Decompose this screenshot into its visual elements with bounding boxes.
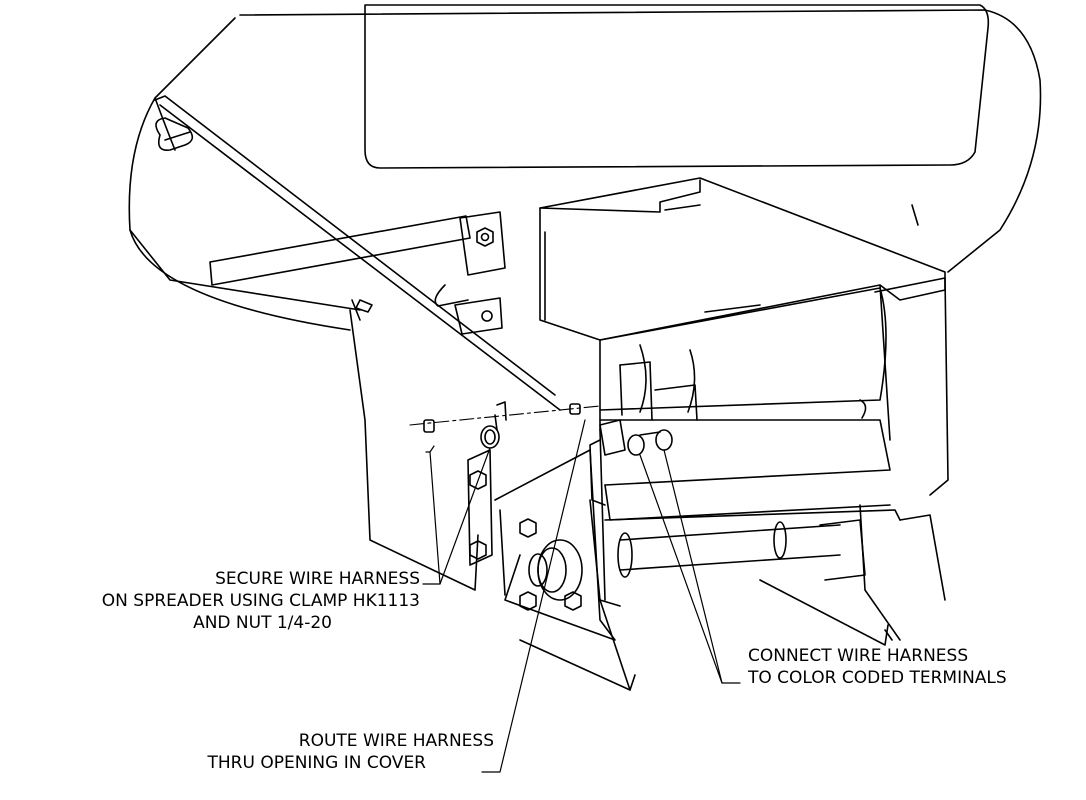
leader-secure-2 — [429, 451, 441, 585]
hopper-body — [128, 4, 1042, 411]
callout-secure-line-3: AND NUT 1/4-20 — [193, 613, 332, 633]
spinner-shaft — [617, 519, 866, 581]
callout-connect-harness: CONNECT WIRE HARNESS TO COLOR CODED TERM… — [748, 645, 1078, 689]
drum-roller — [599, 287, 887, 421]
left-bracket-plate — [467, 449, 493, 566]
callout-route-line-2: THRU OPENING IN COVER — [207, 753, 427, 773]
callout-route-harness: ROUTE WIRE HARNESS THRU OPENING IN COVER — [120, 730, 500, 774]
alignment-centerline — [409, 405, 601, 426]
side-panel — [349, 299, 479, 591]
leader-connect — [639, 454, 741, 684]
hook-bracket — [155, 117, 194, 152]
callout-connect-line-2: TO COLOR CODED TERMINALS — [748, 668, 1007, 688]
leader-secure-1 — [422, 447, 491, 585]
bearing-plate — [494, 449, 616, 641]
leader-lines — [422, 419, 741, 773]
upper-bracket — [434, 211, 506, 335]
leader-route — [481, 419, 586, 773]
color-terminals — [599, 419, 673, 456]
callout-connect-line-1: CONNECT WIRE HARNESS — [748, 646, 969, 666]
callout-secure-line-1: SECURE WIRE HARNESS — [215, 569, 420, 589]
wire-clamp — [423, 401, 581, 449]
leader-connect-2 — [663, 449, 723, 684]
spinner-cover — [539, 177, 949, 496]
callout-route-line-1: ROUTE WIRE HARNESS — [298, 731, 494, 751]
support-bar — [209, 215, 471, 286]
lower-frame — [589, 419, 946, 646]
callout-secure-line-2: ON SPREADER USING CLAMP HK1113 — [101, 591, 420, 611]
frame-legs — [519, 599, 636, 691]
callout-secure-harness: SECURE WIRE HARNESS ON SPREADER USING CL… — [0, 568, 420, 634]
